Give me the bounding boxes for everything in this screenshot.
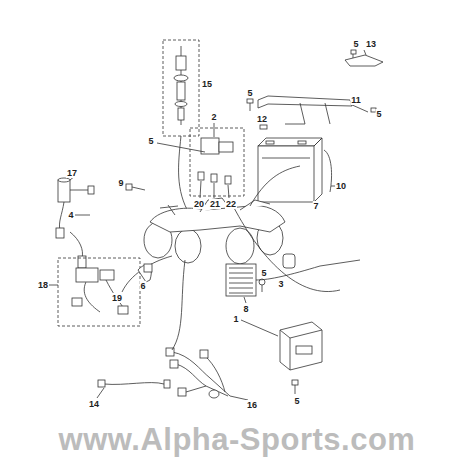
fin — [229, 283, 253, 284]
group-bracket — [163, 40, 199, 136]
atv-body — [144, 198, 285, 264]
callout-number: 5 — [147, 136, 154, 146]
switch-assembly — [72, 268, 128, 314]
callout-number: 5 — [260, 268, 267, 278]
wire — [172, 260, 185, 350]
ground-wire — [98, 380, 170, 388]
wire — [122, 256, 172, 292]
fin — [229, 278, 253, 279]
callout-number: 8 — [242, 304, 249, 314]
callout-number: 20 — [193, 199, 205, 209]
callout-number: 11 — [350, 95, 362, 105]
group-bracket — [190, 128, 244, 196]
callout-number: 16 — [246, 400, 258, 410]
ignition-coil — [56, 178, 94, 238]
wire — [230, 200, 340, 292]
callout-number: 12 — [256, 114, 268, 124]
callout-number: 17 — [66, 168, 78, 178]
callout-number: 1 — [232, 314, 239, 324]
callout-number: 3 — [277, 279, 284, 289]
callout-number: 5 — [352, 39, 359, 49]
fin — [229, 288, 253, 289]
fin — [229, 293, 253, 294]
group-bracket — [58, 258, 140, 326]
spark-plug-cap — [70, 232, 86, 268]
battery-bracket — [258, 96, 368, 124]
watermark: www.Alpha-Sports.com — [58, 423, 417, 457]
sensor — [138, 264, 152, 282]
callout-number: 13 — [365, 39, 377, 49]
wire — [256, 260, 360, 280]
bolt — [292, 380, 298, 394]
regulator-rectifier — [226, 264, 256, 296]
callout-number: 9 — [117, 178, 124, 188]
fin — [229, 273, 253, 274]
callout-number: 15 — [201, 79, 213, 89]
cooling-fins — [229, 268, 253, 293]
callout-number: 2 — [210, 112, 217, 122]
wire — [250, 166, 300, 206]
battery-cable — [324, 150, 332, 192]
callout-number: 5 — [246, 88, 253, 98]
callout-number: 14 — [88, 399, 100, 409]
callout-number: 7 — [312, 201, 319, 211]
battery — [258, 138, 322, 202]
callout-number: 18 — [37, 280, 49, 290]
callout-number: 6 — [139, 281, 146, 291]
fin — [229, 268, 253, 269]
cdi-unit — [280, 322, 322, 370]
connector — [283, 254, 295, 268]
callout-number: 5 — [375, 109, 382, 119]
bolt — [126, 184, 145, 190]
wiring-harness — [166, 348, 248, 400]
relay — [198, 138, 233, 184]
callout-number: 19 — [111, 293, 123, 303]
callout-number: 4 — [67, 210, 74, 220]
strap-clip — [345, 55, 383, 66]
callout-number: 22 — [225, 199, 237, 209]
ignition-switch — [174, 46, 188, 125]
callout-number: 5 — [293, 396, 300, 406]
callout-number: 10 — [335, 181, 347, 191]
callout-number: 21 — [209, 199, 221, 209]
bolt — [259, 279, 265, 292]
